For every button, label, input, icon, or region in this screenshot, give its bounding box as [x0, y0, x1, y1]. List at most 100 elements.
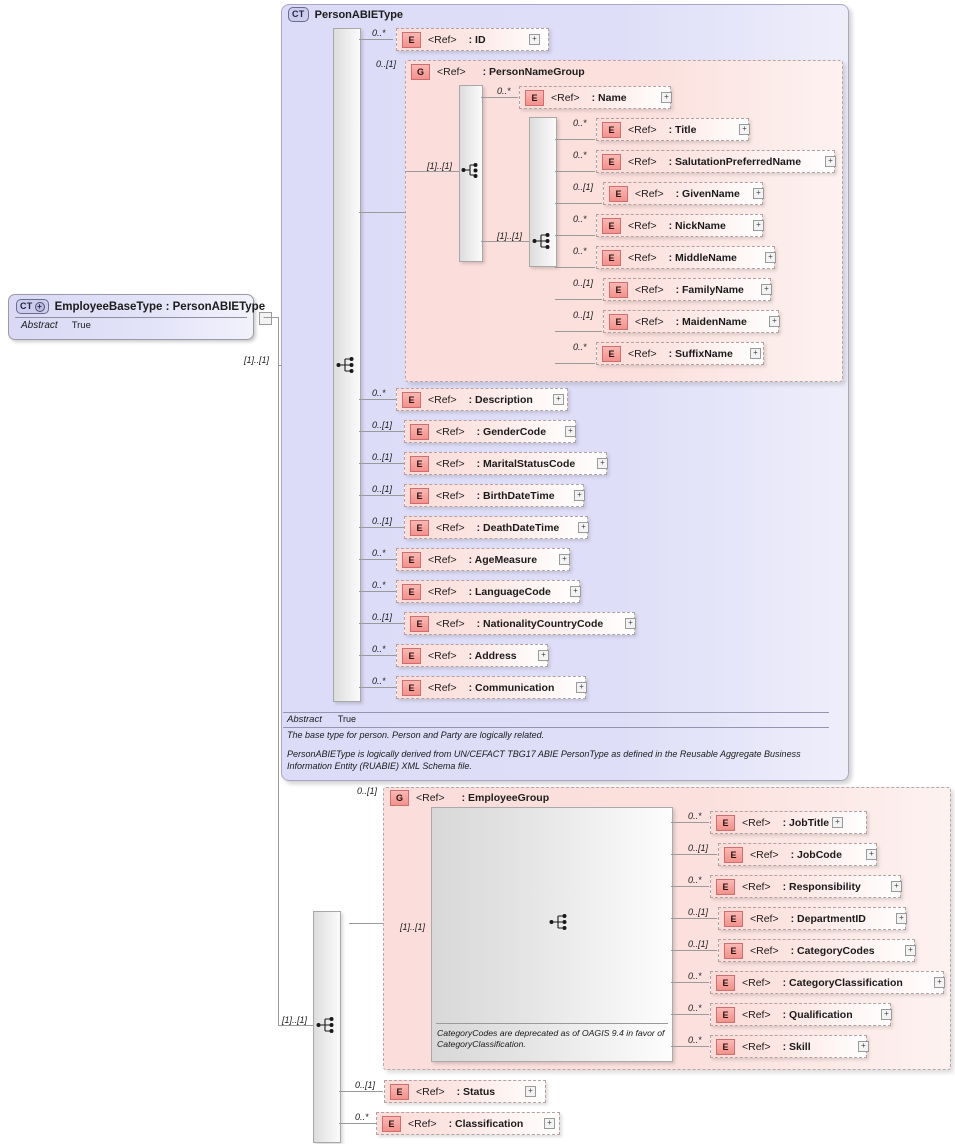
expander-nick-name-icon[interactable]: + [753, 220, 764, 231]
expander-job-code-icon[interactable]: + [866, 849, 877, 860]
element-badge-icon: E [402, 551, 421, 568]
element-birth-date-time[interactable]: E <Ref> : BirthDateTime [404, 484, 584, 507]
conn-qualification [671, 1014, 709, 1015]
conn-death-date-time [359, 527, 404, 528]
element-marital-status-code[interactable]: E <Ref> : MaritalStatusCode [404, 452, 607, 475]
element-badge-icon: E [716, 814, 735, 831]
element-ref: <Ref> [436, 521, 465, 534]
expander-category-codes-icon[interactable]: + [905, 945, 916, 956]
expander-responsibility-icon[interactable]: + [891, 881, 902, 892]
expander-marital-status-code-icon[interactable]: + [597, 458, 608, 469]
expander-suffix-name-icon[interactable]: + [750, 348, 761, 359]
element-name: : FamilyName [675, 283, 744, 296]
element-salutation-preferred-name[interactable]: E <Ref> : SalutationPreferredName [596, 150, 835, 173]
element-job-code[interactable]: E <Ref> : JobCode [718, 843, 877, 866]
element-classification[interactable]: E <Ref> : Classification [376, 1112, 560, 1135]
expander-given-name-icon[interactable]: + [753, 188, 764, 199]
expander-communication-icon[interactable]: + [576, 682, 587, 693]
element-ref: <Ref> [742, 816, 771, 829]
expander-department-id-icon[interactable]: + [896, 913, 907, 924]
root-complextype-box[interactable]: CT+ EmployeeBaseType : PersonABIEType Ab… [8, 294, 265, 340]
expander-qualification-icon[interactable]: + [881, 1009, 892, 1020]
expander-skill-icon[interactable]: + [858, 1041, 869, 1052]
element-name: : JobTitle [782, 816, 830, 829]
element-category-classification[interactable]: E <Ref> : CategoryClassification [710, 971, 944, 994]
element-status[interactable]: E <Ref> : Status [384, 1080, 546, 1103]
employee-tail-sequence-bar[interactable] [313, 911, 341, 1143]
element-ref: <Ref> [750, 944, 779, 957]
root-expander-icon[interactable]: − [259, 312, 272, 325]
expander-id-icon[interactable]: + [529, 34, 540, 45]
element-ref: <Ref> [428, 553, 457, 566]
expander-description-icon[interactable]: + [553, 394, 564, 405]
occ-birth-date-time: 0..[1] [372, 484, 393, 494]
element-badge-icon: E [724, 910, 743, 927]
element-ref: <Ref> [628, 347, 657, 360]
element-id[interactable]: E <Ref> : ID [396, 28, 549, 51]
element-responsibility[interactable]: E <Ref> : Responsibility [710, 875, 901, 898]
element-gender-code[interactable]: E <Ref> : GenderCode [404, 420, 576, 443]
expander-category-classification-icon[interactable]: + [934, 977, 945, 988]
element-title[interactable]: E <Ref> : Title [596, 118, 749, 141]
expander-language-code-icon[interactable]: + [570, 586, 581, 597]
sequence-compositor-icon [316, 1017, 334, 1033]
expander-job-title-icon[interactable]: + [832, 817, 843, 828]
element-name: : Communication [468, 681, 555, 694]
element-job-title[interactable]: E <Ref> : JobTitle [710, 811, 867, 834]
expander-nationality-country-code-icon[interactable]: + [625, 618, 636, 629]
element-badge-icon: E [382, 1115, 401, 1132]
expander-death-date-time-icon[interactable]: + [578, 522, 589, 533]
expander-status-icon[interactable]: + [525, 1086, 536, 1097]
element-name: : GivenName [675, 187, 740, 200]
expander-middle-name-icon[interactable]: + [765, 252, 776, 263]
occ-salutation: 0..* [573, 150, 587, 160]
conn-gender-code [359, 431, 404, 432]
person-name-outer-sequence-bar[interactable] [459, 85, 483, 262]
annotation-doc-line-2: PersonABIEType is logically derived from… [287, 748, 801, 771]
element-nationality-country-code[interactable]: E <Ref> : NationalityCountryCode [404, 612, 635, 635]
element-address[interactable]: E <Ref> : Address [396, 644, 548, 667]
conn-nick-name [555, 235, 595, 236]
expander-address-icon[interactable]: + [538, 650, 549, 661]
element-name: : NationalityCountryCode [476, 617, 604, 630]
element-department-id[interactable]: E <Ref> : DepartmentID [718, 907, 906, 930]
element-given-name[interactable]: E <Ref> : GivenName [603, 182, 763, 205]
occ-employee-group: 0..[1] [357, 786, 378, 796]
expander-maiden-name-icon[interactable]: + [769, 316, 780, 327]
element-category-codes[interactable]: E <Ref> : CategoryCodes [718, 939, 915, 962]
expander-gender-code-icon[interactable]: + [565, 426, 576, 437]
element-badge-icon: E [602, 121, 621, 138]
person-annotation: Abstract True The base type for person. … [283, 712, 829, 773]
element-maiden-name[interactable]: E <Ref> : MaidenName [603, 310, 779, 333]
element-badge-icon: E [602, 345, 621, 362]
element-language-code[interactable]: E <Ref> : LanguageCode [396, 580, 580, 603]
expander-salutation-icon[interactable]: + [825, 156, 836, 167]
element-communication[interactable]: E <Ref> : Communication [396, 676, 586, 699]
element-qualification[interactable]: E <Ref> : Qualification [710, 1003, 891, 1026]
element-skill[interactable]: E <Ref> : Skill [710, 1035, 867, 1058]
element-age-measure[interactable]: E <Ref> : AgeMeasure [396, 548, 570, 571]
element-death-date-time[interactable]: E <Ref> : DeathDateTime [404, 516, 588, 539]
element-nick-name[interactable]: E <Ref> : NickName [596, 214, 763, 237]
conn-marital-status-code [359, 463, 404, 464]
expander-birth-date-time-icon[interactable]: + [574, 490, 585, 501]
expand-plus-icon[interactable]: + [34, 301, 45, 312]
employee-group-sequence-box[interactable]: CategoryCodes are deprecated as of OAGIS… [431, 807, 673, 1062]
element-ref: <Ref> [408, 1117, 437, 1130]
element-suffix-name[interactable]: E <Ref> : SuffixName [596, 342, 764, 365]
group-badge-icon: G [390, 790, 409, 806]
expander-name-icon[interactable]: + [661, 92, 672, 103]
element-name: : ID [468, 33, 486, 46]
expander-title-icon[interactable]: + [739, 124, 750, 135]
complextype-badge-icon: CT+ [16, 299, 49, 314]
expander-age-measure-icon[interactable]: + [559, 554, 570, 565]
occ-maiden-name: 0..[1] [573, 310, 594, 320]
element-ref: <Ref> [436, 457, 465, 470]
element-family-name[interactable]: E <Ref> : FamilyName [603, 278, 771, 301]
expander-family-name-icon[interactable]: + [761, 284, 772, 295]
element-name-box[interactable]: E <Ref> : Name [519, 86, 671, 109]
expander-classification-icon[interactable]: + [544, 1118, 555, 1129]
element-middle-name[interactable]: E <Ref> : MiddleName [596, 246, 775, 269]
element-badge-icon: E [609, 281, 628, 298]
element-description[interactable]: E <Ref> : Description [396, 388, 568, 411]
